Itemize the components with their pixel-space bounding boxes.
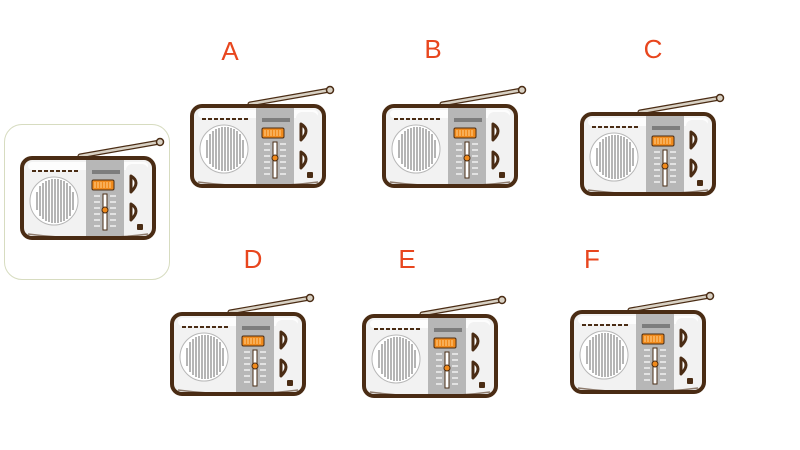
option-label-f[interactable]: F — [584, 244, 600, 274]
option-label-a[interactable]: A — [221, 36, 239, 66]
option-radio-a[interactable] — [180, 82, 340, 202]
option-label-c[interactable]: C — [643, 34, 663, 64]
reference-radio — [10, 134, 170, 254]
portable-radio-icon — [180, 82, 340, 202]
option-label-b[interactable]: B — [424, 34, 442, 64]
option-radio-d[interactable] — [160, 290, 320, 410]
portable-radio-icon — [372, 82, 532, 202]
option-radio-e[interactable] — [352, 292, 512, 412]
portable-radio-icon — [560, 288, 720, 408]
portable-radio-icon — [570, 90, 730, 210]
portable-radio-icon — [352, 292, 512, 412]
portable-radio-icon — [160, 290, 320, 410]
option-label-d[interactable]: D — [243, 244, 263, 274]
option-radio-b[interactable] — [372, 82, 532, 202]
portable-radio-icon — [10, 134, 170, 254]
option-label-e[interactable]: E — [398, 244, 416, 274]
option-radio-c[interactable] — [570, 90, 730, 210]
option-radio-f[interactable] — [560, 288, 720, 408]
